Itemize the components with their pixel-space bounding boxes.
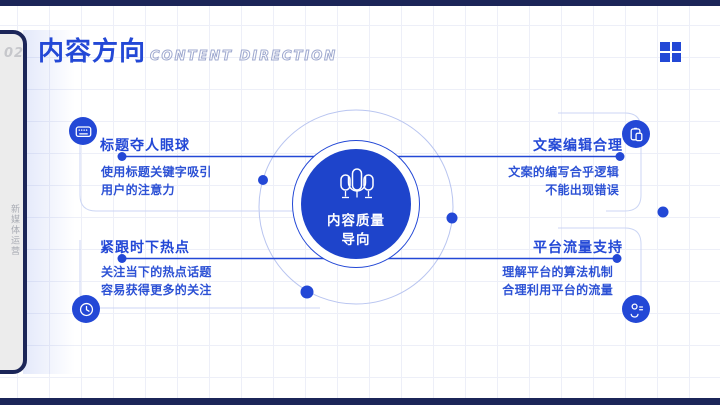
item-desc-bottom-left: 关注当下的热点话题 容易获得更多的关注	[101, 263, 212, 299]
item-desc-top-right: 文案的编写合乎逻辑 不能出现错误	[508, 163, 619, 199]
item-desc-top-left: 使用标题关键字吸引 用户的注意力	[101, 163, 212, 199]
grid-icon	[660, 42, 681, 62]
desc-line: 关注当下的热点话题	[101, 265, 212, 279]
grid-icon-square	[660, 42, 670, 51]
user-list-icon	[622, 295, 650, 323]
orbit-dot	[446, 212, 458, 224]
line-end-dot	[117, 152, 127, 161]
center-circle: 内容质量 导向	[301, 149, 411, 259]
line-end-dot	[612, 254, 622, 263]
side-tab: 02 新媒体运营	[0, 30, 27, 374]
orbit-dot	[258, 175, 268, 185]
top-border	[0, 0, 720, 6]
microphones-icon	[340, 168, 374, 199]
center-label-line1: 内容质量	[327, 213, 385, 229]
desc-line: 不能出现错误	[545, 183, 619, 197]
accent-dot	[657, 206, 669, 218]
outer-circle	[258, 109, 454, 305]
card-outline-top-right	[558, 112, 642, 212]
grid-icon-square	[671, 53, 681, 62]
desc-line: 使用标题关键字吸引	[101, 165, 212, 179]
item-title-bottom-left: 紧跟时下热点	[100, 240, 190, 256]
card-outline-bottom-right	[558, 227, 642, 296]
side-tab-label: 新媒体运营	[9, 204, 19, 257]
side-tab-shadow	[23, 30, 75, 374]
keyboard-icon	[69, 117, 97, 145]
card-outline-top-left	[79, 131, 320, 212]
page-number: 02	[4, 46, 25, 61]
line-end-dot	[615, 152, 625, 161]
bottom-border	[0, 398, 720, 405]
orbit-dot	[300, 285, 314, 299]
center-label-line2: 导向	[341, 232, 371, 248]
grid-icon-square	[660, 53, 670, 62]
desc-line: 用户的注意力	[101, 183, 175, 197]
page-subtitle: CONTENT DIRECTION	[149, 49, 338, 65]
item-title-bottom-right: 平台流量支持	[533, 240, 623, 256]
page-title: 内容方向	[38, 37, 147, 67]
line-end-dot	[117, 254, 127, 263]
desc-line: 合理利用平台的流量	[502, 283, 613, 297]
item-title-top-right: 文案编辑合理	[533, 138, 623, 154]
desc-line: 容易获得更多的关注	[101, 283, 212, 297]
desc-line: 文案的编写合乎逻辑	[508, 165, 619, 179]
desc-line: 理解平台的算法机制	[502, 265, 613, 279]
clipboard-icon	[622, 120, 650, 148]
grid-icon-square	[671, 42, 681, 51]
clock-icon	[72, 295, 100, 323]
item-title-top-left: 标题夺人眼球	[100, 138, 190, 154]
item-desc-bottom-right: 理解平台的算法机制 合理利用平台的流量	[502, 263, 613, 299]
